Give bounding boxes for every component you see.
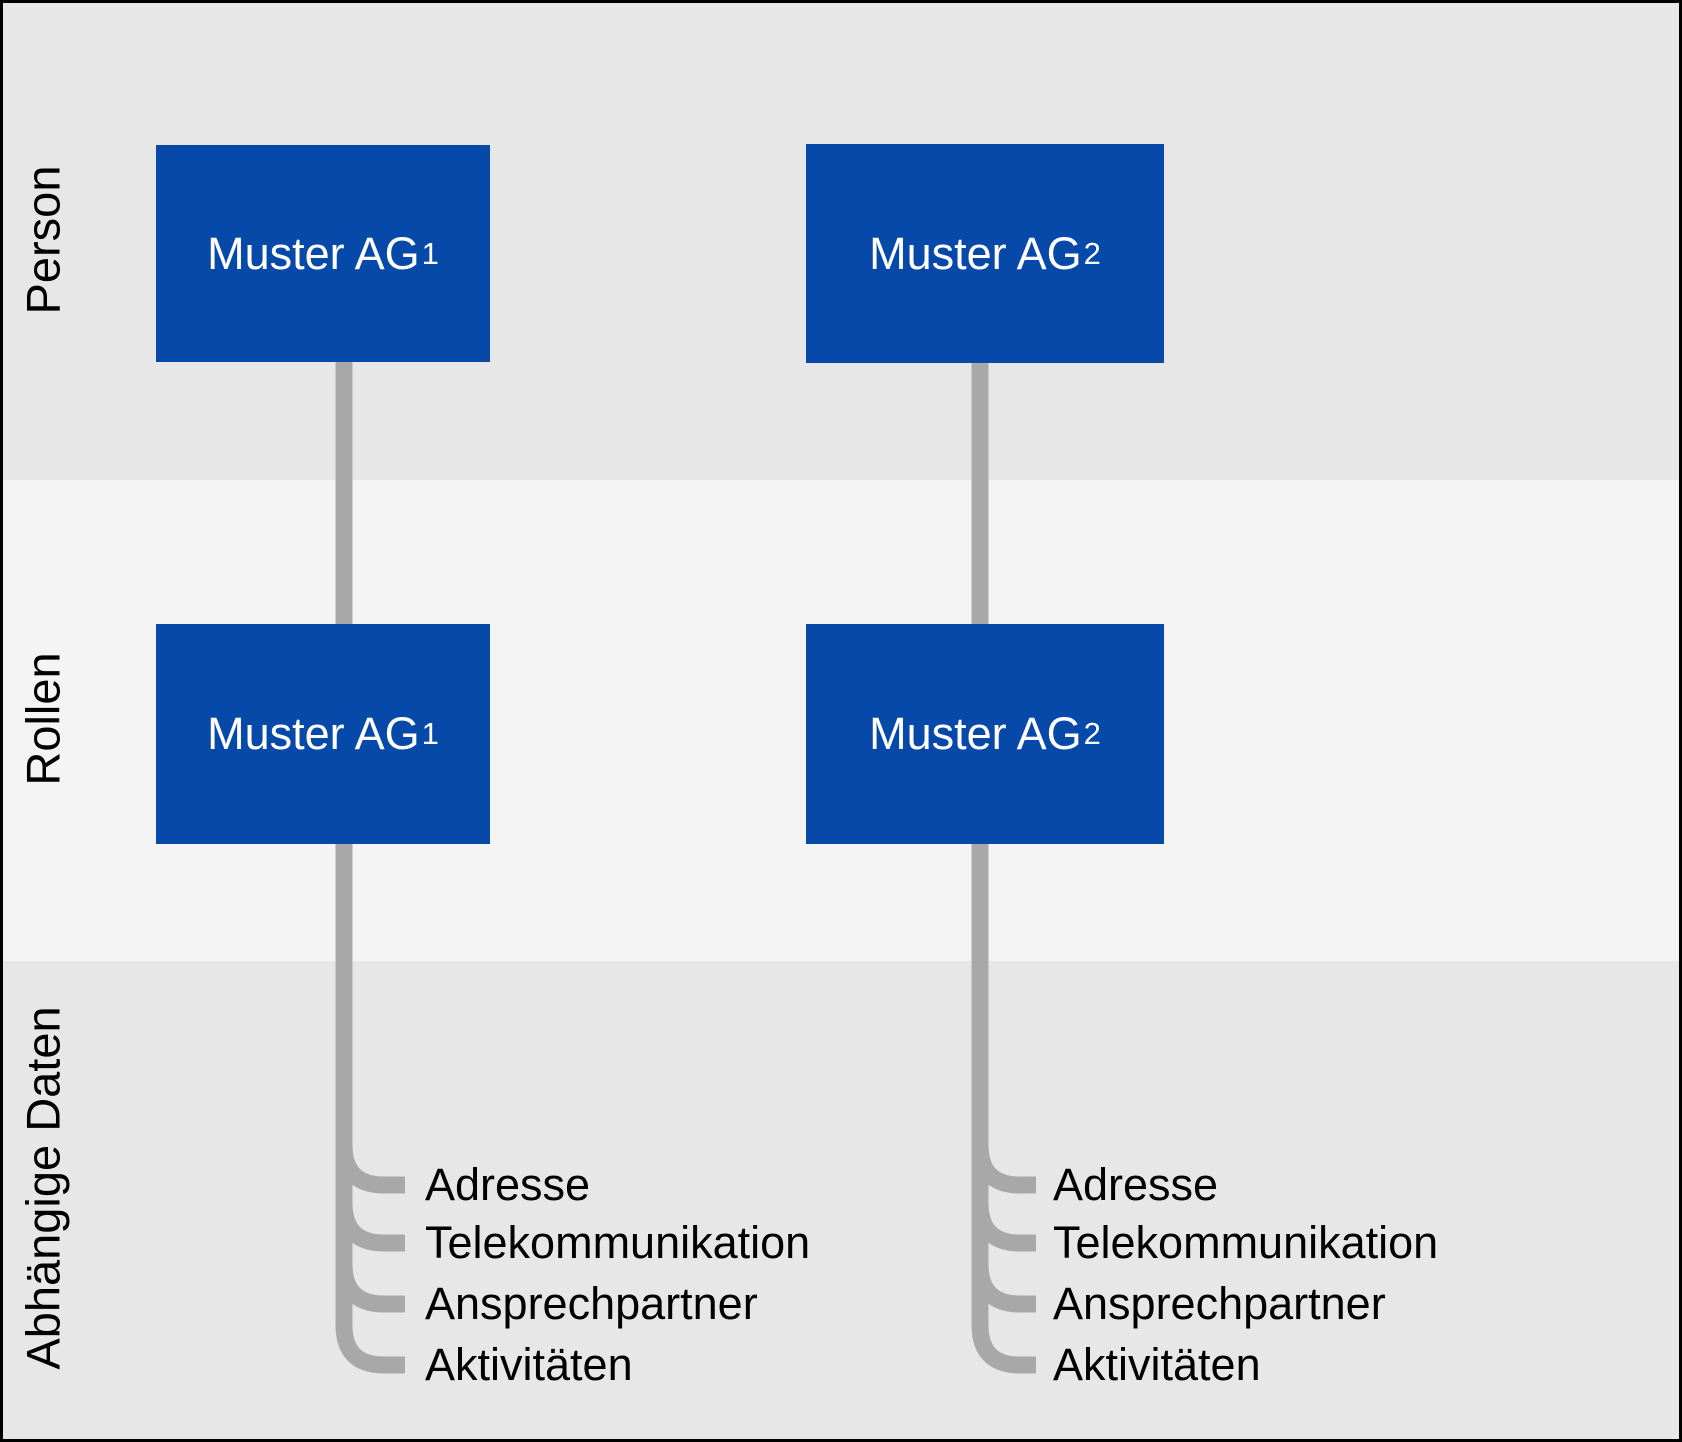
band-abhaengige-daten <box>3 961 1679 1439</box>
connector-branch-adresse-right <box>971 1144 1036 1194</box>
connector-branch-telekommunikation-right <box>971 1202 1036 1252</box>
person-box-muster-ag1-label: Muster AG <box>207 227 420 279</box>
connector-layer <box>335 361 1036 1374</box>
dependent-label-telekommunikation-right: Telekommunikation <box>1053 1217 1439 1268</box>
band-label-person: Person <box>16 165 70 315</box>
dependent-label-ansprechpartner-left: Ansprechpartner <box>425 1278 758 1329</box>
connector-trunk-right <box>971 842 1036 1374</box>
dependent-label-aktivitaeten-left: Aktivitäten <box>425 1339 633 1390</box>
connector-trunk-left <box>335 842 405 1374</box>
dependent-label-telekommunikation-left: Telekommunikation <box>425 1217 811 1268</box>
dependent-label-adresse-left: Adresse <box>425 1159 591 1210</box>
rolle-box-muster-ag1-label: Muster AG <box>207 708 420 759</box>
band-label-abhaengige-daten: Abhängige Daten <box>16 1006 70 1370</box>
rolle-box-muster-ag2-subscript: 2 <box>1083 716 1101 751</box>
dependent-label-aktivitaeten-right: Aktivitäten <box>1053 1339 1261 1390</box>
connector-branch-telekommunikation-left <box>335 1202 405 1252</box>
person-box-muster-ag2-subscript: 2 <box>1083 235 1101 271</box>
rolle-box-muster-ag2-label: Muster AG <box>869 708 1082 759</box>
person-box-muster-ag1-subscript: 1 <box>421 235 439 271</box>
dependent-label-ansprechpartner-right: Ansprechpartner <box>1053 1278 1386 1329</box>
dependent-label-adresse-right: Adresse <box>1053 1159 1219 1210</box>
connector-branch-adresse-left <box>335 1144 405 1194</box>
band-label-rollen: Rollen <box>16 652 70 786</box>
connector-branch-ansprechpartner-right <box>971 1263 1036 1313</box>
rolle-box-muster-ag1-subscript: 1 <box>421 716 439 751</box>
connector-branch-ansprechpartner-left <box>335 1263 405 1313</box>
person-box-muster-ag2-label: Muster AG <box>869 227 1082 279</box>
